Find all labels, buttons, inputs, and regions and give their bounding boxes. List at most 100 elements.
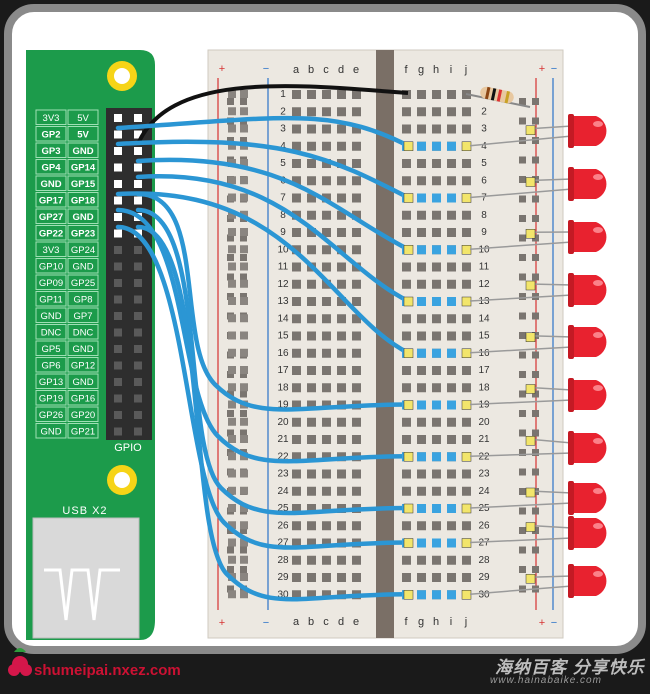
breadboard-hole <box>228 435 236 443</box>
breadboard-hole <box>322 349 331 358</box>
breadboard-hole <box>432 332 441 341</box>
breadboard-hole <box>228 332 236 340</box>
row-number: 17 <box>277 365 289 376</box>
rail-hole <box>240 274 247 281</box>
row-number: 8 <box>481 210 487 221</box>
row-number: 11 <box>479 262 490 273</box>
rail-hole <box>532 547 539 554</box>
breadboard-hole <box>417 314 426 323</box>
row-number: 13 <box>478 296 490 307</box>
breadboard-hole <box>322 487 331 496</box>
breadboard-hole <box>337 573 346 582</box>
breadboard-hole <box>462 366 471 375</box>
breadboard-hole <box>240 194 248 202</box>
breadboard-hole <box>240 245 248 253</box>
breadboard-hole <box>240 107 248 115</box>
breadboard-hole <box>322 211 331 220</box>
breadboard-hole <box>337 521 346 530</box>
row-number: 21 <box>277 434 289 445</box>
rail-hole <box>519 488 526 495</box>
led-endpoint <box>462 504 471 513</box>
gpio-pin-label: GND <box>40 179 61 190</box>
breadboard-hole <box>322 263 331 272</box>
breadboard-hole <box>240 366 248 374</box>
rail-hole <box>532 157 539 164</box>
breadboard-hole <box>228 228 236 236</box>
breadboard-hole <box>337 228 346 237</box>
gpio-pin-label: GP10 <box>39 262 63 273</box>
row-number: 20 <box>277 417 289 428</box>
led-endpoint <box>462 194 471 203</box>
breadboard-hole <box>307 573 316 582</box>
gpio-pin-label: GP24 <box>71 245 95 256</box>
rail-hole <box>519 391 526 398</box>
rail-plus-symbol: + <box>539 63 545 75</box>
rail-minus-symbol: − <box>263 617 269 629</box>
breadboard-hole <box>307 418 316 427</box>
row-number: 29 <box>277 572 289 583</box>
breadboard-hole <box>402 418 411 427</box>
led-rim <box>568 114 574 148</box>
breadboard-hole <box>337 383 346 392</box>
breadboard-hole <box>352 297 361 306</box>
gpio-pin-label: GP17 <box>39 196 63 207</box>
gpio-title: GPIO <box>114 442 142 454</box>
breadboard-hole <box>307 297 316 306</box>
rail-hole <box>532 313 539 320</box>
breadboard-hole <box>447 487 456 496</box>
breadboard-hole <box>307 90 316 99</box>
breadboard-hole <box>307 159 316 168</box>
breadboard-hole <box>352 383 361 392</box>
breadboard-hole <box>337 280 346 289</box>
column-letter: g <box>418 64 424 76</box>
rail-hole <box>519 430 526 437</box>
row-number: 14 <box>277 313 289 324</box>
rail-hole <box>519 235 526 242</box>
wire-endpoint <box>404 349 413 358</box>
breadboard-hole <box>402 107 411 116</box>
rail-hole <box>519 196 526 203</box>
breadboard-hole <box>322 521 331 530</box>
breadboard-hole <box>307 383 316 392</box>
breadboard-hole <box>417 556 426 565</box>
highlighted-hole <box>432 401 441 410</box>
gpio-pin-label: GP13 <box>39 377 63 388</box>
gpio-pin <box>114 263 122 271</box>
rail-hole <box>519 352 526 359</box>
rail-endpoint <box>526 523 535 532</box>
highlighted-hole <box>447 452 456 461</box>
gpio-pin-label: GP2 <box>41 130 60 141</box>
breadboard-hole <box>432 418 441 427</box>
wire-endpoint <box>404 245 413 254</box>
gpio-pin-label: GND <box>72 262 93 273</box>
breadboard-hole <box>292 90 301 99</box>
gpio-pin-label: 3V3 <box>43 113 60 124</box>
breadboard-hole <box>322 556 331 565</box>
breadboard-hole <box>447 228 456 237</box>
led-highlight <box>593 571 603 577</box>
breadboard-hole <box>432 521 441 530</box>
led-lead <box>530 284 572 285</box>
led-rim <box>568 167 574 201</box>
breadboard-hole <box>447 470 456 479</box>
breadboard-hole <box>417 107 426 116</box>
breadboard-hole <box>462 383 471 392</box>
rail-hole <box>227 547 234 554</box>
breadboard-hole <box>307 521 316 530</box>
breadboard-hole <box>432 176 441 185</box>
rail-hole <box>227 254 234 261</box>
breadboard-hole <box>462 107 471 116</box>
gpio-pin <box>114 114 122 122</box>
led-rim <box>568 325 574 359</box>
breadboard-hole <box>352 349 361 358</box>
led-highlight <box>593 227 603 233</box>
row-number: 22 <box>478 451 490 462</box>
breadboard-hole <box>228 194 236 202</box>
breadboard-hole <box>292 470 301 479</box>
led-body <box>572 327 606 357</box>
row-number: 20 <box>478 417 490 428</box>
gpio-pin-label: GP22 <box>39 229 63 240</box>
row-number: 26 <box>277 520 289 531</box>
breadboard-hole <box>240 125 248 133</box>
breadboard-hole <box>417 573 426 582</box>
